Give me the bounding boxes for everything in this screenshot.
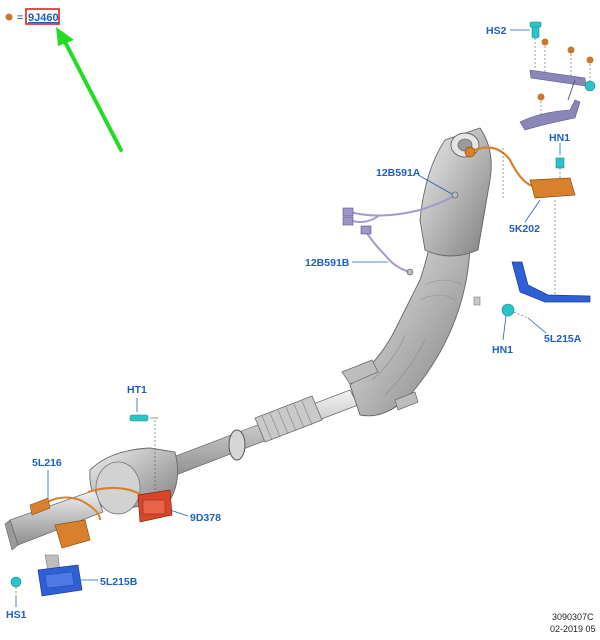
callout-hs1[interactable]: HS1 xyxy=(6,609,27,621)
bracket-5l215b xyxy=(10,564,83,597)
leader-lines xyxy=(15,29,561,607)
callout-12b591a[interactable]: 12B591A xyxy=(376,167,421,179)
bracket-5l215a xyxy=(501,261,591,319)
callout-ht1[interactable]: HT1 xyxy=(127,384,147,396)
pointer-arrow-icon xyxy=(56,27,123,152)
exhaust-temp-sensor-wires xyxy=(342,191,459,276)
callout-5l215a[interactable]: 5L215A xyxy=(544,333,582,345)
stud-ht1 xyxy=(129,414,158,495)
footer-illustration-id: 3090307C xyxy=(552,612,594,622)
legend-equals: = xyxy=(17,12,23,24)
callout-hn1-top[interactable]: HN1 xyxy=(549,132,570,144)
bolt-icon xyxy=(501,303,529,319)
oxygen-sensor-harness xyxy=(464,146,576,300)
footer-date: 02-2019 05 xyxy=(550,624,596,634)
legend-part-highlight-box xyxy=(25,8,60,25)
stud-bolt-icon xyxy=(129,414,158,422)
legend: = 9J460 xyxy=(5,8,60,25)
module-9d378 xyxy=(137,489,173,523)
callout-5l216[interactable]: 5L216 xyxy=(32,457,62,469)
callout-hs2[interactable]: HS2 xyxy=(486,25,507,37)
fastener-group-top xyxy=(529,21,596,116)
callout-hn1-bottom[interactable]: HN1 xyxy=(492,344,513,356)
orange-dot-icon xyxy=(567,46,575,54)
callout-5k202[interactable]: 5K202 xyxy=(509,223,540,235)
orange-dot-icon xyxy=(537,93,545,101)
push-pin-icon xyxy=(555,157,565,180)
callout-5l215b[interactable]: 5L215B xyxy=(100,576,138,588)
upper-hanger-bracket xyxy=(519,69,587,131)
orange-dot-icon xyxy=(586,56,594,64)
callout-9d378[interactable]: 9D378 xyxy=(190,512,221,524)
orange-dot-icon xyxy=(541,38,549,46)
legend-part-code[interactable]: 9J460 xyxy=(28,12,59,24)
callout-12b591b[interactable]: 12B591B xyxy=(305,257,350,269)
stud-bolt-icon xyxy=(529,21,542,70)
orange-dot-icon xyxy=(5,13,13,21)
bolt-icon xyxy=(10,576,22,597)
nut-icon xyxy=(584,80,596,92)
